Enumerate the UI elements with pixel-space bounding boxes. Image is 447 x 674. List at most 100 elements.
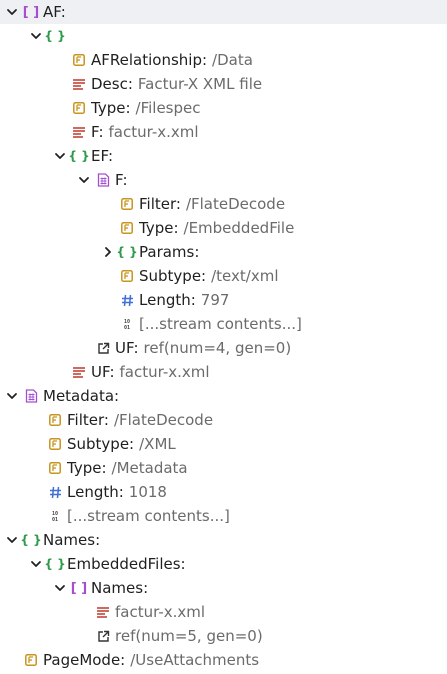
array-icon: [ ] [22, 4, 40, 20]
tree-row-metadata[interactable]: Metadata: [0, 384, 447, 408]
dictionary-icon: { } [44, 29, 66, 43]
stream-icon [96, 173, 110, 187]
tree-row-desc[interactable]: Desc:Factur-X XML file [0, 72, 447, 96]
chevron-down-icon[interactable] [78, 174, 90, 186]
string-icon [72, 77, 86, 91]
chevron-spacer [30, 486, 42, 498]
node-value: /FlateDecode [113, 411, 214, 429]
chevron-spacer [78, 606, 90, 618]
tree-row-afrel[interactable]: AFRelationship:/Data [0, 48, 447, 72]
name-icon [72, 101, 86, 115]
name-icon [24, 653, 38, 667]
tree-row-names2[interactable]: [ ]Names: [0, 576, 447, 600]
tree-row-af-0[interactable]: { } [0, 24, 447, 48]
chevron-spacer [54, 366, 66, 378]
node-key: AF: [43, 3, 66, 21]
name-icon [120, 197, 134, 211]
chevron-spacer [54, 54, 66, 66]
node-value: /Filespec [135, 99, 201, 117]
chevron-spacer [54, 102, 66, 114]
node-key: UF: [115, 339, 139, 357]
tree-row-m-filter[interactable]: Filter:/FlateDecode [0, 408, 447, 432]
chevron-spacer [102, 222, 114, 234]
node-key: Metadata: [43, 387, 120, 405]
chevron-down-icon[interactable] [6, 534, 18, 546]
tree-row-af[interactable]: [ ]AF: [0, 0, 447, 24]
chevron-down-icon[interactable] [6, 6, 18, 18]
node-value: Factur-X XML file [137, 75, 263, 93]
node-value: /EmbeddedFile [183, 219, 295, 237]
node-value: ref(num=5, gen=0) [115, 627, 263, 645]
node-key: Filter: [67, 411, 109, 429]
chevron-spacer [30, 438, 42, 450]
node-value: /Data [212, 51, 253, 69]
tree-row-filter[interactable]: Filter:/FlateDecode [0, 192, 447, 216]
chevron-spacer [102, 294, 114, 306]
node-key: EF: [91, 147, 113, 165]
chevron-down-icon[interactable] [54, 150, 66, 162]
tree-row-uf[interactable]: UF:factur-x.xml [0, 360, 447, 384]
node-value: 797 [200, 291, 230, 309]
tree-row-n-ref[interactable]: ref(num=5, gen=0) [0, 624, 447, 648]
chevron-down-icon[interactable] [54, 582, 66, 594]
tree-row-f[interactable]: F:factur-x.xml [0, 120, 447, 144]
tree-row-m-type[interactable]: Type:/Metadata [0, 456, 447, 480]
chevron-right-icon[interactable] [102, 246, 114, 258]
chevron-spacer [54, 126, 66, 138]
name-icon [48, 461, 62, 475]
tree-row-names[interactable]: { }Names: [0, 528, 447, 552]
node-key: Filter: [139, 195, 181, 213]
dictionary-icon: { } [116, 245, 138, 259]
chevron-spacer [78, 342, 90, 354]
tree-row-embfiles[interactable]: { }EmbeddedFiles: [0, 552, 447, 576]
node-key: Type: [139, 219, 179, 237]
chevron-spacer [30, 510, 42, 522]
tree-row-m-length[interactable]: Length:1018 [0, 480, 447, 504]
tree-row-type[interactable]: Type:/Filespec [0, 96, 447, 120]
string-icon [72, 365, 86, 379]
reference-icon [96, 341, 110, 355]
chevron-spacer [78, 630, 90, 642]
node-key: PageMode: [43, 651, 126, 669]
stream-icon [24, 389, 38, 403]
node-value: [...stream contents...] [67, 507, 230, 525]
node-value: /UseAttachments [130, 651, 260, 669]
node-key: Type: [91, 99, 131, 117]
name-icon [120, 221, 134, 235]
tree-row-params[interactable]: { }Params: [0, 240, 447, 264]
tree-row-ef-f[interactable]: F: [0, 168, 447, 192]
string-icon [96, 605, 110, 619]
node-key: Subtype: [67, 435, 135, 453]
tree-row-pagemode[interactable]: PageMode:/UseAttachments [0, 648, 447, 672]
svg-text:10: 10 [124, 319, 130, 325]
node-key: Subtype: [139, 267, 207, 285]
number-icon [48, 485, 62, 499]
chevron-spacer [54, 78, 66, 90]
svg-text:01: 01 [124, 325, 130, 330]
name-icon [48, 437, 62, 451]
tree-row-uf-ref[interactable]: UF:ref(num=4, gen=0) [0, 336, 447, 360]
tree-row-m-subtype[interactable]: Subtype:/XML [0, 432, 447, 456]
chevron-down-icon[interactable] [30, 558, 42, 570]
chevron-down-icon[interactable] [6, 390, 18, 402]
tree-row-subtype[interactable]: Subtype:/text/xml [0, 264, 447, 288]
chevron-spacer [102, 198, 114, 210]
node-value: /text/xml [211, 267, 279, 285]
chevron-down-icon[interactable] [30, 30, 42, 42]
node-value: ref(num=4, gen=0) [143, 339, 292, 357]
array-icon: [ ] [70, 580, 88, 596]
chevron-spacer [102, 318, 114, 330]
tree-row-length[interactable]: Length:797 [0, 288, 447, 312]
node-value: factur-x.xml [119, 363, 210, 381]
tree-row-type2[interactable]: Type:/EmbeddedFile [0, 216, 447, 240]
node-key: F: [91, 123, 104, 141]
tree-row-n-str[interactable]: factur-x.xml [0, 600, 447, 624]
svg-text:10: 10 [52, 511, 58, 517]
tree-row-ef[interactable]: { }EF: [0, 144, 447, 168]
dictionary-icon: { } [20, 533, 42, 547]
node-key: Type: [67, 459, 107, 477]
